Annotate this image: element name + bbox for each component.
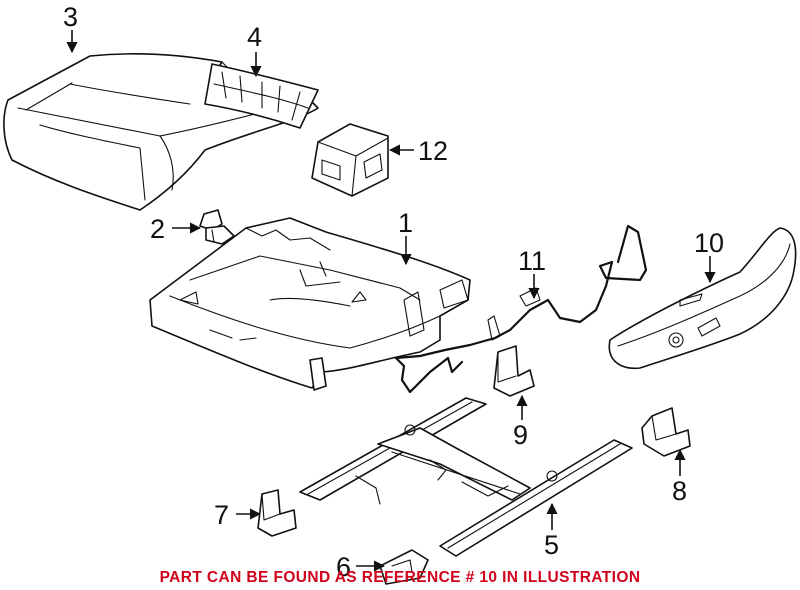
track-cap-part: [257, 489, 297, 537]
push-fastener-part: [199, 209, 235, 245]
clip-bracket-part: [493, 345, 535, 397]
callout-1: 1: [398, 208, 413, 238]
callout-8: 8: [672, 476, 687, 506]
callout-6: 6: [336, 552, 351, 582]
callout-7: 7: [214, 500, 229, 530]
seat-frame-part: [149, 217, 471, 391]
end-cap-part: [641, 407, 691, 457]
callout-11: 11: [518, 246, 546, 276]
callout-5: 5: [544, 530, 559, 560]
side-trim-panel-part: [608, 227, 797, 369]
callout-9: 9: [513, 420, 528, 450]
callout-2: 2: [150, 214, 165, 244]
control-module-part: [311, 123, 389, 197]
reference-notice: PART CAN BE FOUND AS REFERENCE # 10 IN I…: [160, 569, 641, 586]
cushion-pad-part: [204, 63, 319, 129]
callout-labels: 3 4 12 2 1 11 10 9 8 5 7 6: [63, 2, 724, 582]
lower-bracket-part: [379, 549, 429, 585]
callout-4: 4: [247, 22, 262, 52]
callout-3: 3: [63, 2, 78, 32]
callout-12: 12: [418, 136, 448, 166]
leader-lines: [66, 30, 716, 572]
seat-track-part: [299, 397, 633, 557]
callout-10: 10: [694, 228, 724, 258]
